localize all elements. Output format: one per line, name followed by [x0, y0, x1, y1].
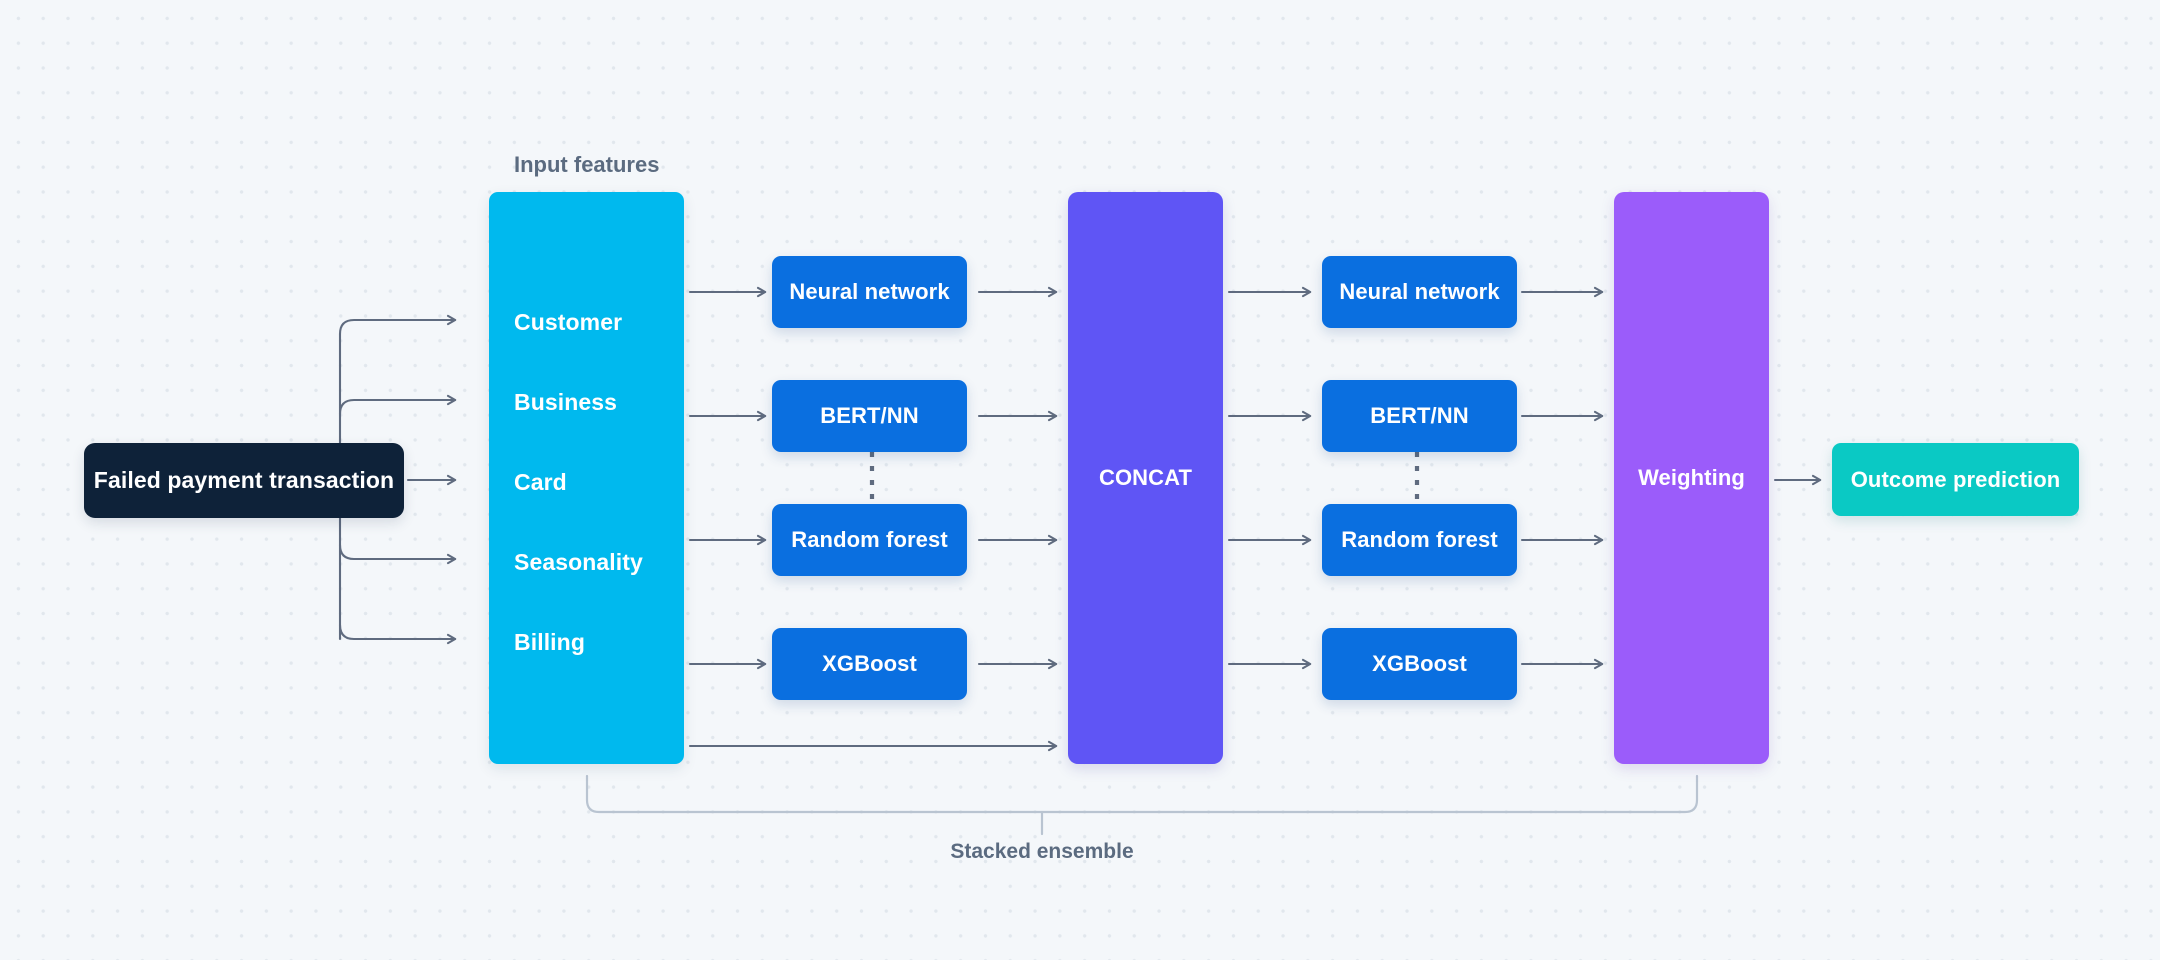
- model-box-left-xgboost[interactable]: XGBoost: [772, 628, 967, 700]
- concat-to-models-wires: [1227, 286, 1312, 670]
- stacked-ensemble-caption: Stacked ensemble: [950, 840, 1134, 863]
- feature-item-card: Card: [514, 468, 567, 495]
- model-box-left-random-forest[interactable]: Random forest: [772, 504, 967, 576]
- model-label: Neural network: [1339, 279, 1500, 304]
- model-label: Random forest: [791, 527, 948, 552]
- input-features-panel[interactable]: Customer Business Card Seasonality Billi…: [489, 192, 684, 764]
- model-box-left-bert-nn[interactable]: BERT/NN: [772, 380, 967, 452]
- model-label: Random forest: [1341, 527, 1498, 552]
- model-box-right-random-forest[interactable]: Random forest: [1322, 504, 1517, 576]
- feature-item-billing: Billing: [514, 628, 585, 655]
- source-node-failed-payment[interactable]: Failed payment transaction: [84, 443, 404, 518]
- stacked-ensemble-bracket: [585, 774, 1699, 836]
- feature-item-seasonality: Seasonality: [514, 548, 643, 575]
- model-label: BERT/NN: [820, 403, 919, 428]
- model-label: Neural network: [789, 279, 950, 304]
- model-box-right-neural-network[interactable]: Neural network: [1322, 256, 1517, 328]
- source-node-label: Failed payment transaction: [93, 467, 395, 493]
- weighting-label: Weighting: [1638, 465, 1745, 490]
- model-box-right-bert-nn[interactable]: BERT/NN: [1322, 380, 1517, 452]
- models-to-weighting-wires: [1520, 286, 1604, 670]
- feature-item-customer: Customer: [514, 308, 623, 335]
- model-label: XGBoost: [1372, 651, 1467, 676]
- model-box-left-neural-network[interactable]: Neural network: [772, 256, 967, 328]
- models-to-concat-wires: [977, 286, 1058, 670]
- concat-panel[interactable]: CONCAT: [1068, 192, 1223, 764]
- feature-item-business: Business: [514, 388, 618, 415]
- model-label: BERT/NN: [1370, 403, 1469, 428]
- model-box-right-xgboost[interactable]: XGBoost: [1322, 628, 1517, 700]
- outcome-label: Outcome prediction: [1850, 466, 2061, 492]
- model-label: XGBoost: [822, 651, 917, 676]
- outcome-prediction-node[interactable]: Outcome prediction: [1832, 443, 2079, 516]
- concat-label: CONCAT: [1098, 465, 1193, 490]
- weighting-panel[interactable]: Weighting: [1614, 192, 1769, 764]
- input-features-title: Input features: [514, 152, 660, 177]
